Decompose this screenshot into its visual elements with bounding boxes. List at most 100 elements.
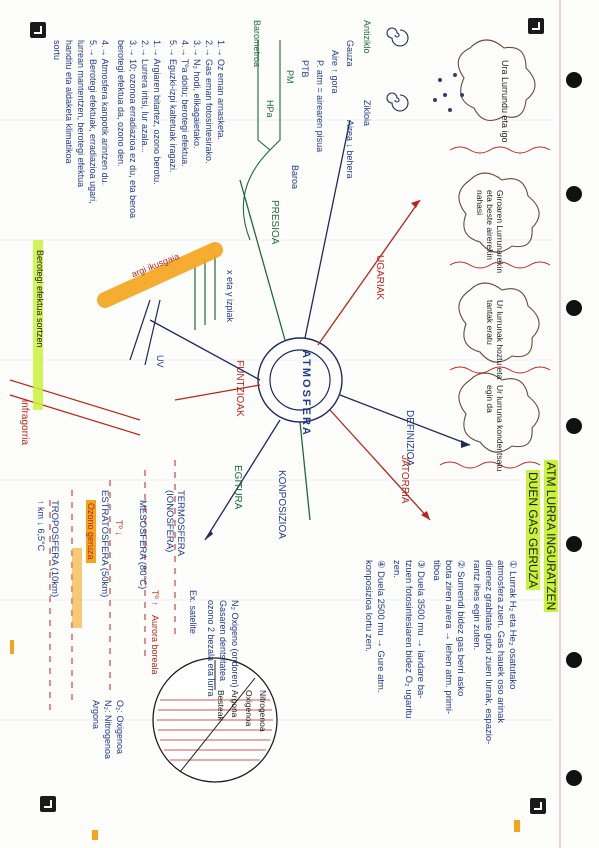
corner-mark-icon (530, 798, 546, 814)
jatorria-note: ② Sumendi bidez gas berri asko (455, 560, 466, 697)
cloud-shapes (457, 39, 540, 453)
cloud-text: Ur lurrunak hoztu eta tantak eratu (485, 300, 505, 380)
pressure-ptb: PTB (300, 60, 310, 78)
composition-o2: O₂: Oxigenoa (115, 700, 125, 755)
cloud-text: Giroaren Lurrunarekin eta beste airereki… (475, 190, 505, 274)
edge-mark (92, 830, 98, 840)
binder-hole (566, 418, 582, 434)
edge-mark (514, 820, 520, 832)
layer-estratosfera: ESTRATOSFERA (50km) (99, 490, 110, 598)
jatorria-note: tzuen fotosintesiaren bidez O₂ ugaritu (403, 560, 414, 719)
pressure-gorantz: Aire ↑ gora (330, 50, 340, 94)
branch-ugariak: UGARIAK (374, 255, 385, 301)
function-note: 5.→ Berotegi efektuak, erradiazioa ugari… (88, 40, 98, 204)
layer-exosfera: Ex. satelite (188, 590, 198, 635)
composition-note: ozono 2 bezala eta lurra (206, 600, 216, 697)
jatorria-note: atmosfera zuen. Gas hauek oso arinak (495, 560, 506, 724)
composition-note: Gasaren dentsitatea (218, 600, 228, 682)
layer-aurora: Aurora boreala (150, 615, 160, 675)
x-rays-label: x eta γ izpiak (225, 270, 235, 323)
corner-mark-icon (528, 18, 544, 34)
center-title: ATMOSFERA (300, 350, 312, 437)
composition-hatch (157, 699, 273, 761)
binder-hole (566, 186, 582, 202)
circle-label: Nitrogenoa (258, 690, 268, 732)
jatorria-note: ① Lurrak H₂ eta He₂ osatutako (507, 560, 518, 690)
function-note: berotegi efektua da, ozono den. (116, 40, 126, 167)
jatorria-note: direnez grabitate gutxi zuen lurrak, esp… (483, 560, 494, 745)
layer-ozono: Ozono geruza (86, 500, 96, 563)
circle-label: Besteak (216, 690, 226, 721)
jatorria-note: ④ Duela 2500 mu → Gure atm. (375, 560, 386, 693)
composition-dividers (179, 660, 256, 773)
uv-arrows (129, 299, 161, 366)
layer-termosfera: TERMOSFERA (IONOSFERA) (164, 490, 186, 556)
circle-label: Oxigenoa (244, 690, 254, 727)
pressure-beherantz: Airea ↓ behera (345, 120, 355, 179)
definition-line-2: DUEN GAS GERUZA (526, 470, 540, 591)
infrared-arrows (9, 379, 141, 436)
jatorria-note: bota ziren airera → lehen atm. primi- (443, 560, 454, 715)
jatorria-note: zen. (391, 560, 402, 578)
layer-mesosfera-note: Tº ↓ (114, 520, 124, 536)
center-circle-inner (269, 349, 331, 411)
barometer (242, 40, 281, 241)
binder-hole (566, 72, 582, 88)
edge-mark (10, 640, 14, 654)
function-note: sortu (52, 40, 62, 61)
branch-jatorria: JATORRIA (399, 455, 410, 504)
layer-mesosfera: MESOSFERA (80°C) (137, 500, 148, 590)
branch-arrowheads (205, 200, 470, 540)
binder-hole (566, 536, 582, 552)
composition-n2: N₂: Nitrogenoa (103, 700, 113, 760)
corner-mark-icon (40, 796, 56, 812)
circle-label: Argona (230, 690, 240, 718)
pressure-pm: PM (285, 70, 295, 84)
highlighter-band (97, 242, 223, 308)
pressure-baroa: Baroa (290, 165, 300, 190)
function-note: 2.→ Lurrera iritsi, lur azala... (140, 40, 150, 154)
highlighter-vertical (33, 240, 43, 410)
branch-lines (149, 119, 471, 541)
layer-termosfera-note: Tº ↑ (150, 590, 160, 606)
binder-hole (566, 652, 582, 668)
composition-ar: Argona (91, 700, 101, 730)
function-note: 2.→ Gas eman fotosintesirako. (204, 40, 214, 164)
branch-egitura: EGITURA (232, 465, 243, 510)
composition-note: N₂ Oxigeno (ondoren) (230, 600, 240, 688)
uv-label: UV (155, 355, 165, 368)
infrared-label: infragorria (19, 400, 30, 446)
cloud-text: Ura Lurrundu eta igo (500, 60, 510, 143)
jatorria-note: ③ Duela 3500 mu → landare ba- (415, 560, 426, 699)
binder-hole (566, 770, 582, 786)
branch-funtzioak: FUNTZIOAK (234, 360, 245, 417)
wave-lines (439, 146, 551, 469)
pressure-spirals (386, 27, 409, 112)
function-note: 5.→ Eguzki-izpi kaltetuak iragazi. (168, 40, 178, 173)
greenhouse-label: Berotegi efektua sortzen (35, 250, 45, 348)
jatorria-note: tiboa (431, 560, 442, 581)
atmosphere-layer-lines (49, 460, 176, 710)
radiation-arrows (194, 255, 216, 330)
layer-troposfera: TROPOSFERA (10km) (49, 500, 60, 598)
function-note: handitu eta aldaketa klimatikoa (64, 40, 74, 164)
jatorria-note: konposizioa lortu zen. (363, 560, 374, 652)
cloud-text: Ur lurruna kondentsatu egin da (485, 385, 505, 472)
pressure-barometer: Barometroa (252, 20, 262, 68)
pressure-gauza: Gauza (345, 40, 355, 67)
branch-presioa: PRESIOA (269, 200, 280, 245)
corner-mark-icon (30, 22, 46, 38)
highlighter-ozone (72, 548, 82, 628)
function-note: 3.→ N₂ hodi, elikagaietako. (192, 40, 202, 149)
function-note: 4.→ Atmosfera kanpotik arintzen du. (100, 40, 110, 186)
pressure-zikloia: Zikloia (362, 100, 372, 127)
pressure-antiziklo: Antiziklo (362, 20, 372, 54)
definition-line-1: ATM LURRA INGURATZEN (544, 460, 558, 613)
jatorria-note: rantz ihes egin zuten. (471, 560, 482, 651)
function-note: lurrean mantentzen, berotegi efektua (76, 40, 86, 188)
pressure-value: P. atm = airearen pisua (315, 60, 325, 153)
layer-troposfera-note: ↑ km ↓ 6,5°C (36, 500, 46, 552)
function-note: 3.→ 10; ozonoa erradiazioa ez du, eta be… (128, 40, 138, 219)
